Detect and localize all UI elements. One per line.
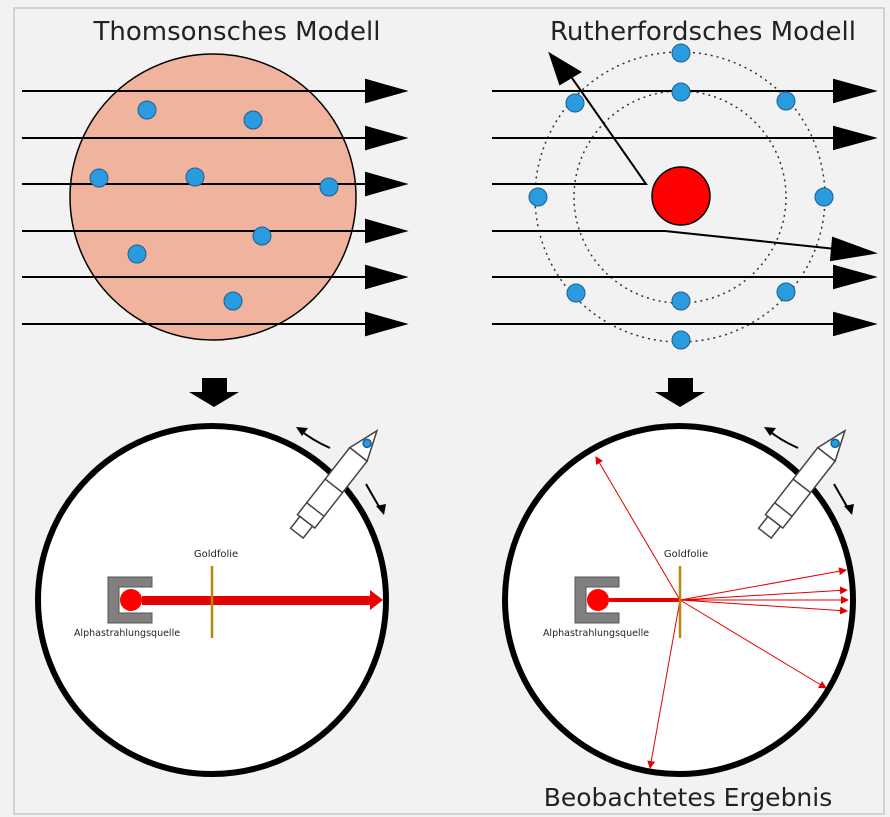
beam-left-head bbox=[370, 590, 383, 610]
beam-right bbox=[609, 598, 680, 602]
source-label-left: Alphastrahlungsquelle bbox=[74, 628, 180, 639]
microscope-right bbox=[757, 429, 847, 540]
thomson-electrons bbox=[89, 100, 339, 311]
microscope-left bbox=[289, 429, 379, 540]
beam-left bbox=[142, 596, 370, 605]
rutherford-beams bbox=[492, 51, 878, 337]
thomson-title: Thomsonsches Modell bbox=[93, 17, 381, 47]
alpha-source-right bbox=[574, 576, 620, 624]
down-arrow-right bbox=[655, 378, 705, 407]
thomson-model: Thomsonsches Modell bbox=[22, 17, 409, 341]
source-label-right: Alphastrahlungsquelle bbox=[543, 628, 649, 639]
gold-foil-label-right: Goldfolie bbox=[664, 549, 708, 560]
rutherford-electrons bbox=[528, 43, 834, 350]
result-caption: Beobachtetes Ergebnis bbox=[544, 783, 833, 812]
rutherford-experiment: Goldfolie Alphastrahlungsquelle Beobacht… bbox=[502, 423, 856, 812]
rutherford-title: Rutherfordsches Modell bbox=[550, 17, 856, 47]
thomson-sphere bbox=[69, 53, 357, 341]
nucleus bbox=[651, 166, 711, 226]
diagram-frame bbox=[13, 7, 885, 815]
gold-foil-label-left: Goldfolie bbox=[194, 549, 238, 560]
thomson-experiment: Goldfolie Alphastrahlungsquelle bbox=[35, 423, 389, 777]
alpha-source-left bbox=[107, 576, 153, 624]
down-arrow-left bbox=[189, 378, 239, 407]
scattered-rays bbox=[595, 456, 849, 769]
rutherford-model: Rutherfordsches Modell bbox=[492, 17, 878, 350]
